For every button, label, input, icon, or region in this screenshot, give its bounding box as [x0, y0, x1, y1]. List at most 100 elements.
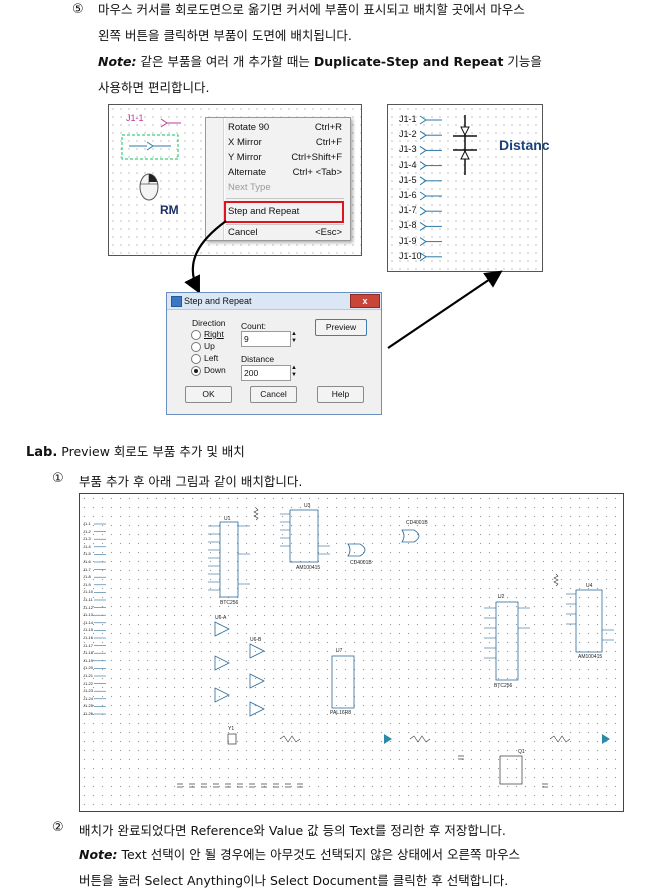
app-icon: [171, 296, 182, 307]
distance-input[interactable]: 200: [241, 365, 291, 381]
radio-up-label: Up: [204, 341, 215, 351]
distance-field-label: Distance: [241, 354, 275, 364]
lab-label: Lab.: [26, 445, 58, 460]
note-bold-feature: Duplicate-Step and Repeat: [313, 54, 504, 69]
pin-label: J1-10: [399, 250, 422, 261]
step5-note: Note: 같은 부품을 여러 개 추가할 때는 Duplicate-Step …: [98, 49, 626, 75]
connector-pin-label: J1-25: [83, 703, 94, 709]
pin-label: J1-6: [399, 190, 417, 200]
lab-heading: Lab. Preview 회로도 부품 추가 및 배치: [26, 441, 245, 460]
pin-arrow: [419, 206, 427, 216]
connector-pin-label: J1-10: [83, 589, 94, 595]
pin-arrow: [419, 176, 427, 186]
part-ref-u6b: U6-B: [250, 637, 262, 643]
count-label: Count:: [241, 321, 267, 331]
connector-pin-label: J1-3: [83, 536, 91, 542]
note-text-pre: 같은 부품을 여러 개 추가할 때는: [136, 54, 314, 69]
distance-label: Distanc: [499, 137, 550, 153]
step2-note: Note: Text 선택이 안 될 경우에는 아무것도 선택되지 않은 상태에…: [79, 842, 627, 868]
menu-item-cancel[interactable]: Cancel<Esc>: [228, 227, 342, 238]
pin-arrow: [419, 115, 427, 125]
connector-pin-label: J1-7: [83, 566, 91, 572]
part-preview-graphic: [121, 118, 181, 201]
part-value-u4: AM100415: [578, 654, 602, 660]
step-marker-2: ②: [52, 820, 64, 835]
dialog-title: Step and Repeat: [184, 296, 252, 306]
part-ref-u7: U7: [336, 648, 343, 654]
note-text: Text 선택이 안 될 경우에는 아무것도 선택되지 않은 상태에서 오른쪽 …: [117, 847, 521, 862]
distance-spinner-icon[interactable]: ▲▼: [291, 365, 297, 378]
connector-pin-label: J1-21: [83, 673, 94, 678]
part-value-u1: BTC256: [220, 600, 239, 606]
menu-separator: [226, 198, 344, 199]
radio-right[interactable]: [191, 330, 201, 340]
help-button[interactable]: Help: [317, 386, 364, 403]
radio-left[interactable]: [191, 354, 201, 364]
part-value-u3: AM100415: [296, 565, 320, 571]
pin-label: J1-5: [399, 174, 417, 185]
note-text-post: 기능을: [503, 54, 542, 69]
radio-right-label: Right: [204, 329, 224, 339]
radio-down[interactable]: [191, 366, 201, 376]
step5-note-line2: 사용하면 편리합니다.: [98, 80, 210, 95]
schematic-figure: U1 BTC256 U3 AM100415 CD4001B CD4001B U6…: [79, 493, 624, 812]
part-ref-u3: U3: [304, 503, 311, 509]
pin-arrow: [419, 145, 427, 155]
step-marker-1: ①: [52, 471, 64, 486]
note-label: Note:: [98, 54, 137, 69]
pin-arrow: [419, 221, 427, 231]
step5-line2: 왼쪽 버튼을 클릭하면 부품이 도면에 배치됩니다.: [98, 28, 352, 43]
highlight-box: [224, 201, 344, 223]
step2-note-line2: 버튼을 눌러 Select Anything이나 Select Document…: [79, 873, 509, 888]
repeated-connector-pins: [419, 115, 477, 262]
step2-text: 배치가 완료되었다면 Reference와 Value 값 등의 Text를 정…: [79, 823, 506, 838]
connector-pin-label: J1-15: [83, 627, 94, 633]
count-spinner-icon[interactable]: ▲▼: [291, 331, 297, 344]
part-value-u7: PAL16R8: [330, 710, 351, 716]
dialog-titlebar: Step and Repeat x: [167, 293, 381, 310]
connector-pin-label: J1-26: [83, 711, 94, 716]
connector-pin-label: J1-6: [83, 559, 91, 564]
menu-item-next-type: Next Type: [228, 182, 271, 193]
radio-left-label: Left: [204, 353, 219, 363]
connector-pin-label: J1-2: [83, 528, 91, 534]
connector-pin-label: J1-12: [83, 604, 94, 610]
part-value-u2: BTC256: [494, 683, 513, 689]
close-button[interactable]: x: [350, 294, 380, 308]
preview-button[interactable]: Preview: [315, 319, 367, 336]
part-ref-q1: Q1: [518, 749, 525, 755]
pin-label: J1-1: [399, 114, 417, 124]
part-value-u5b: CD4001B: [350, 560, 372, 566]
count-input[interactable]: 9: [241, 331, 291, 347]
connector-pin-label: J1-22: [83, 680, 94, 686]
ok-button[interactable]: OK: [185, 386, 232, 403]
note-label: Note:: [79, 847, 118, 862]
connector-pin-label: J1-11: [83, 597, 93, 602]
connector-pin-label: J1-19: [83, 657, 94, 663]
part-ref-u1: U1: [224, 516, 231, 522]
part-ref-u4: U4: [586, 583, 593, 589]
part-value-u5a: CD4001B: [406, 520, 428, 526]
schematic-drawing: U1 BTC256 U3 AM100415 CD4001B CD4001B U6…: [94, 503, 614, 788]
connector-pin-label: J1-8: [83, 574, 91, 580]
menu-item-step-and-repeat[interactable]: Step and Repeat: [228, 206, 300, 217]
radio-up[interactable]: [191, 342, 201, 352]
connector-pin-label: J1-5: [83, 551, 91, 557]
direction-label: Direction: [192, 318, 226, 328]
pin-label: J1-7: [399, 205, 417, 216]
menu-separator: [226, 224, 344, 225]
pin-arrow: [419, 191, 427, 201]
cancel-button[interactable]: Cancel: [250, 386, 297, 403]
connector-pin-label: J1-9: [83, 581, 91, 587]
pin-arrow: [419, 161, 427, 171]
step5-line1: 마우스 커서를 회로도면으로 옮기면 커서에 부품이 표시되고 배치할 곳에서 …: [98, 2, 525, 17]
part-ref-y1: Y1: [228, 726, 234, 732]
connector-pin-label: J1-24: [83, 695, 94, 701]
pin-label: J1-9: [399, 235, 417, 246]
